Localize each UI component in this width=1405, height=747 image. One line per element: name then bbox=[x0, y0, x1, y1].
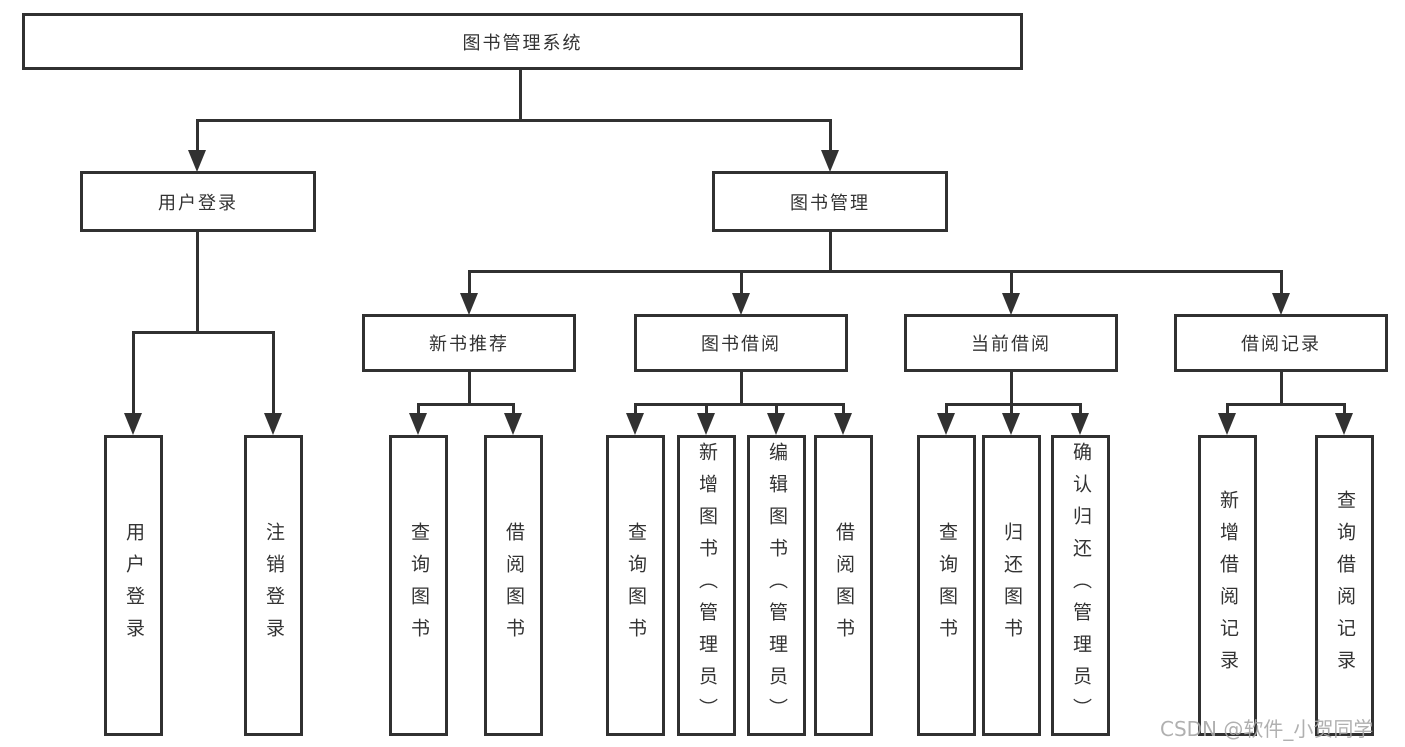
leaf-borrow-books-label: 借阅图书 bbox=[833, 521, 855, 650]
node-book-borrow: 图书借阅 bbox=[634, 314, 848, 372]
node-new-book-recommend-label: 新书推荐 bbox=[429, 334, 509, 355]
connector-line-v bbox=[1010, 403, 1013, 415]
connector-line-v bbox=[829, 119, 832, 153]
leaf-user-login: 用户登录 bbox=[104, 435, 163, 736]
leaf-query-books-current-label: 查询图书 bbox=[936, 521, 958, 650]
leaf-user-login-label: 用户登录 bbox=[123, 521, 145, 650]
node-root: 图书管理系统 bbox=[22, 13, 1023, 70]
arrowhead-down-icon bbox=[834, 413, 852, 435]
connector-line-v bbox=[1079, 403, 1082, 415]
arrowhead-down-icon bbox=[697, 413, 715, 435]
connector-line-h bbox=[132, 331, 274, 334]
connector-line-v bbox=[519, 68, 522, 120]
leaf-borrow-books-recommend-label: 借阅图书 bbox=[503, 521, 525, 650]
connector-line-v bbox=[1280, 371, 1283, 405]
arrowhead-down-icon bbox=[409, 413, 427, 435]
leaf-add-borrow-record-label: 新增借阅记录 bbox=[1217, 489, 1239, 682]
arrowhead-down-icon bbox=[1002, 293, 1020, 315]
arrowhead-down-icon bbox=[732, 293, 750, 315]
connector-line-v bbox=[740, 270, 743, 295]
leaf-borrow-books-recommend: 借阅图书 bbox=[484, 435, 543, 736]
arrowhead-down-icon bbox=[504, 413, 522, 435]
node-user-login-label: 用户登录 bbox=[158, 192, 238, 214]
connector-line-h bbox=[634, 403, 844, 406]
leaf-query-books-current: 查询图书 bbox=[917, 435, 976, 736]
leaf-query-books-recommend-label: 查询图书 bbox=[408, 521, 430, 650]
connector-line-h bbox=[1226, 403, 1346, 406]
connector-line-v bbox=[272, 331, 275, 415]
connector-line-v bbox=[740, 371, 743, 405]
leaf-query-books-borrow: 查询图书 bbox=[606, 435, 665, 736]
leaf-confirm-return-admin: 确认归还（管理员） bbox=[1051, 435, 1110, 736]
connector-line-v bbox=[512, 403, 515, 415]
connector-line-h bbox=[945, 403, 1081, 406]
leaf-edit-book-admin-label: 编辑图书（管理员） bbox=[766, 441, 788, 730]
arrowhead-down-icon bbox=[460, 293, 478, 315]
connector-line-h bbox=[196, 119, 832, 122]
arrowhead-down-icon bbox=[1218, 413, 1236, 435]
leaf-logout-label: 注销登录 bbox=[263, 521, 285, 650]
leaf-return-books: 归还图书 bbox=[982, 435, 1041, 736]
connector-line-v bbox=[468, 371, 471, 405]
arrowhead-down-icon bbox=[1272, 293, 1290, 315]
leaf-add-book-admin: 新增图书（管理员） bbox=[677, 435, 736, 736]
arrowhead-down-icon bbox=[626, 413, 644, 435]
arrowhead-down-icon bbox=[188, 150, 206, 172]
leaf-query-borrow-record-label: 查询借阅记录 bbox=[1334, 489, 1356, 682]
arrowhead-down-icon bbox=[264, 413, 282, 435]
connector-line-v bbox=[1226, 403, 1229, 415]
connector-line-v bbox=[132, 331, 135, 415]
node-book-borrow-label: 图书借阅 bbox=[701, 334, 781, 355]
connector-line-v bbox=[705, 403, 708, 415]
leaf-borrow-books: 借阅图书 bbox=[814, 435, 873, 736]
node-book-management: 图书管理 bbox=[712, 171, 948, 232]
node-current-borrow: 当前借阅 bbox=[904, 314, 1118, 372]
leaf-logout: 注销登录 bbox=[244, 435, 303, 736]
node-new-book-recommend: 新书推荐 bbox=[362, 314, 576, 372]
connector-line-h bbox=[417, 403, 515, 406]
connector-line-v bbox=[1343, 403, 1346, 415]
connector-line-v bbox=[1010, 371, 1013, 405]
arrowhead-down-icon bbox=[821, 150, 839, 172]
connector-line-v bbox=[1010, 270, 1013, 295]
connector-line-h bbox=[468, 270, 1282, 273]
leaf-confirm-return-admin-label: 确认归还（管理员） bbox=[1070, 441, 1092, 730]
node-book-management-label: 图书管理 bbox=[790, 192, 870, 214]
node-borrow-records-label: 借阅记录 bbox=[1241, 334, 1321, 355]
connector-line-v bbox=[829, 231, 832, 272]
connector-line-v bbox=[196, 119, 199, 153]
leaf-query-books-recommend: 查询图书 bbox=[389, 435, 448, 736]
leaf-query-borrow-record: 查询借阅记录 bbox=[1315, 435, 1374, 736]
connector-line-v bbox=[842, 403, 845, 415]
node-root-label: 图书管理系统 bbox=[462, 32, 583, 54]
leaf-edit-book-admin: 编辑图书（管理员） bbox=[747, 435, 806, 736]
arrowhead-down-icon bbox=[767, 413, 785, 435]
watermark: CSDN @软件_小贺同学 bbox=[1160, 717, 1374, 741]
connector-line-v bbox=[196, 231, 199, 333]
leaf-add-book-admin-label: 新增图书（管理员） bbox=[696, 441, 718, 730]
node-user-login: 用户登录 bbox=[80, 171, 316, 232]
arrowhead-down-icon bbox=[124, 413, 142, 435]
leaf-return-books-label: 归还图书 bbox=[1001, 521, 1023, 650]
arrowhead-down-icon bbox=[1335, 413, 1353, 435]
connector-line-v bbox=[468, 270, 471, 295]
connector-line-v bbox=[634, 403, 637, 415]
arrowhead-down-icon bbox=[1071, 413, 1089, 435]
node-current-borrow-label: 当前借阅 bbox=[971, 334, 1051, 355]
connector-line-v bbox=[775, 403, 778, 415]
connector-line-v bbox=[417, 403, 420, 415]
connector-line-v bbox=[1280, 270, 1283, 295]
arrowhead-down-icon bbox=[937, 413, 955, 435]
arrowhead-down-icon bbox=[1002, 413, 1020, 435]
leaf-add-borrow-record: 新增借阅记录 bbox=[1198, 435, 1257, 736]
connector-line-v bbox=[945, 403, 948, 415]
node-borrow-records: 借阅记录 bbox=[1174, 314, 1388, 372]
leaf-query-books-borrow-label: 查询图书 bbox=[625, 521, 647, 650]
